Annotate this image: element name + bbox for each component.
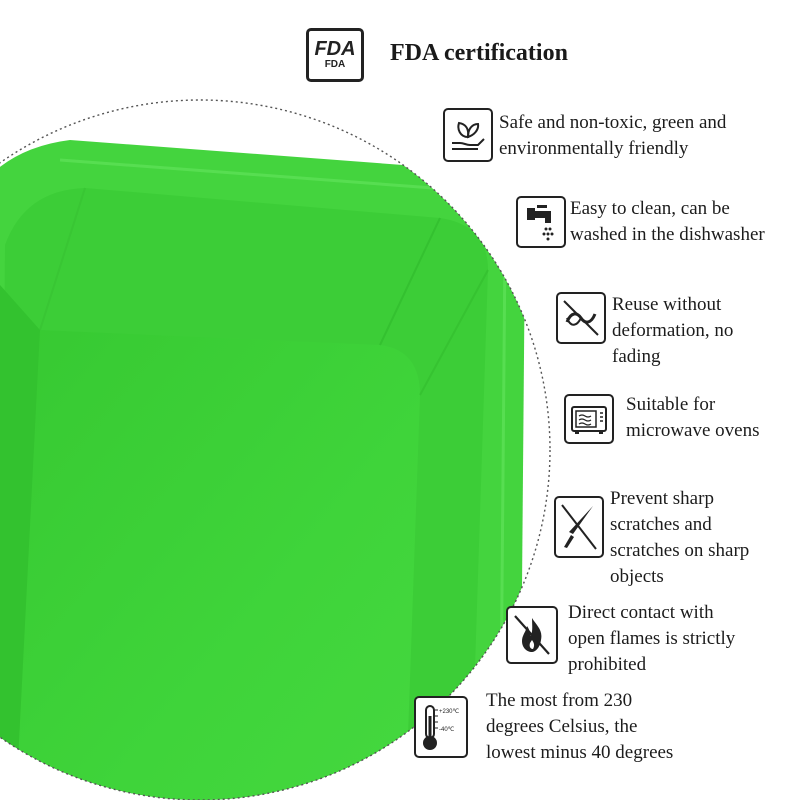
feature-eco: Safe and non-toxic, green and environmen… — [443, 108, 726, 162]
feature-text: Easy to clean, can be washed in the dish… — [570, 198, 765, 245]
feature-reuse: Reuse without deformation, no fading — [556, 292, 733, 370]
fda-logo-top: FDA — [314, 38, 356, 60]
leaf-hand-icon — [443, 108, 493, 162]
fda-logo-bottom: FDA — [324, 59, 346, 70]
microwave-icon — [564, 394, 614, 444]
feature-flame: Direct contact with open flames is stric… — [506, 600, 735, 678]
feature-temperature: +230℃ -40℃ The most from 230 degrees Cel… — [414, 688, 673, 766]
feature-text: Suitable for microwave ovens — [626, 394, 760, 441]
thermometer-low: -40℃ — [439, 727, 455, 733]
dotted-circle — [0, 99, 551, 800]
feature-text: Reuse without deformation, no fading — [612, 294, 734, 367]
no-deformation-icon — [556, 292, 606, 344]
feature-text: Safe and non-toxic, green and environmen… — [499, 112, 727, 159]
knife-crossed-icon — [554, 496, 604, 558]
thermometer-icon: +230℃ -40℃ — [414, 696, 468, 758]
feature-clean: Easy to clean, can be washed in the dish… — [516, 196, 765, 248]
feature-text: Prevent sharp scratches and scratches on… — [610, 488, 750, 587]
pan-inner-floor — [15, 330, 420, 800]
feature-microwave: Suitable for microwave ovens — [564, 394, 759, 444]
no-flame-icon — [506, 606, 558, 664]
faucet-icon — [516, 196, 566, 248]
header-row: FDA FDA FDA certification — [306, 28, 568, 82]
feature-text: The most from 230 degrees Celsius, the l… — [486, 690, 674, 763]
thermometer-high: +230℃ — [439, 709, 460, 715]
fda-logo-icon: FDA FDA — [306, 28, 364, 82]
feature-scratch: Prevent sharp scratches and scratches on… — [554, 486, 749, 590]
feature-text: Direct contact with open flames is stric… — [568, 602, 736, 675]
page-title: FDA certification — [390, 40, 568, 66]
